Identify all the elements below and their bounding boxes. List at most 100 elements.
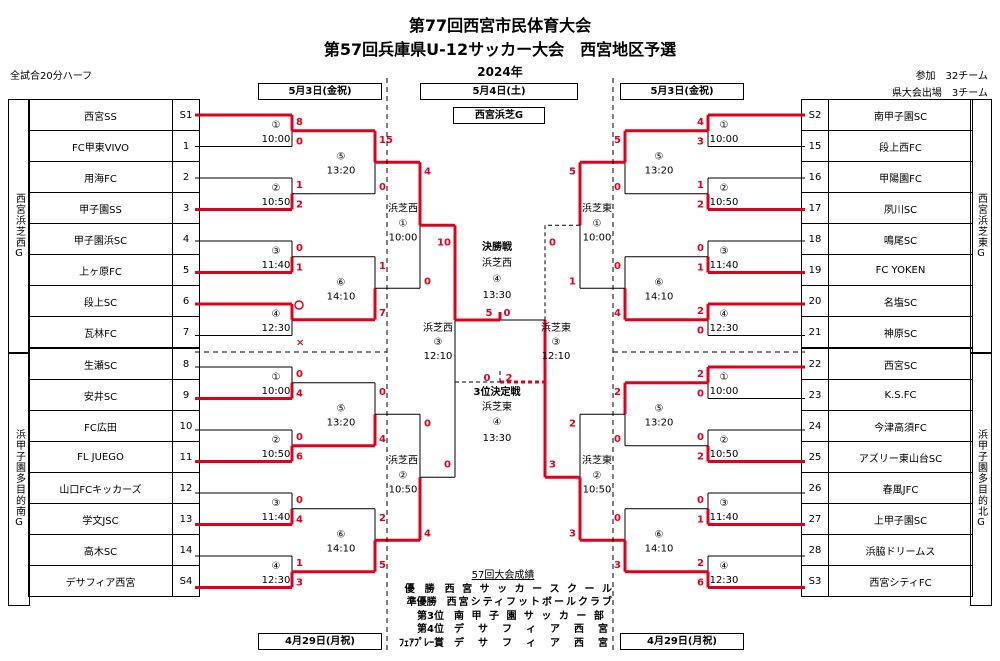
match-time: 12:10 (424, 351, 453, 362)
score: 0 (484, 373, 491, 384)
score: 0 (296, 243, 303, 254)
team-name: 名塩SC (828, 285, 973, 317)
score: 0 (697, 495, 704, 506)
venue-label: 浜芝西 (388, 201, 418, 214)
team-seed: 12 (172, 472, 200, 504)
score: 8 (296, 117, 303, 128)
date-bottom-left: 4月29日(月祝) (258, 633, 382, 650)
score: 0 (379, 387, 386, 398)
win-mark (294, 300, 304, 310)
score: 0 (296, 369, 303, 380)
result-row: ﾌｪｱﾌﾟﾚｰ賞デ サ フ ィ ア 西 宮 (392, 637, 614, 650)
team-seed: 13 (172, 503, 200, 535)
score: 2 (697, 369, 704, 380)
match-time: 11:40 (710, 260, 739, 271)
result-team: デ サ フ ィ ア 西 宮 (454, 637, 610, 649)
score: 0 (296, 137, 303, 148)
match-time: 14:10 (645, 291, 674, 302)
match-number: ⑥ (655, 529, 664, 540)
match-length-note: 全試合20分ハーフ (10, 71, 93, 82)
result-team: 南 甲 子 園 サ ッ カ ー 部 (454, 610, 606, 622)
score: 7 (379, 308, 386, 319)
team-seed: 14 (172, 534, 200, 566)
score: 2 (697, 200, 704, 211)
team-name: アズリー東山台SC (828, 441, 973, 473)
match-time: 11:40 (710, 512, 739, 523)
date-top-right: 5月3日(金祝) (620, 83, 744, 100)
score: 4 (379, 434, 386, 445)
match-time: 10:00 (262, 134, 291, 145)
score: 0 (424, 418, 431, 429)
match-time: 12:30 (262, 323, 291, 334)
team-seed: 8 (172, 347, 200, 380)
venue-label: 浜芝東 (582, 201, 612, 214)
match-time: 12:10 (542, 351, 571, 362)
team-name: 甲陽園FC (828, 161, 973, 193)
match-number: ④ (720, 309, 729, 320)
score: 0 (614, 261, 621, 272)
score: × (296, 338, 304, 349)
match-number: ④ (493, 417, 502, 428)
team-seed: S4 (172, 565, 200, 597)
team-name: 甲子園浜SC (28, 223, 173, 255)
score: 0 (697, 243, 704, 254)
match-time: 13:30 (483, 290, 512, 301)
match-time: 10:00 (389, 232, 418, 243)
match-number: ② (399, 470, 408, 481)
venue-label: 浜芝東 (582, 453, 612, 466)
team-seed: 5 (172, 254, 200, 286)
team-seed: 16 (801, 161, 829, 193)
score: 6 (296, 452, 303, 463)
score: 5 (486, 308, 493, 319)
match-number: ⑤ (655, 151, 664, 162)
score: 0 (444, 459, 451, 470)
match-time: 14:10 (327, 291, 356, 302)
score: 3 (614, 560, 621, 571)
team-seed: 26 (801, 472, 829, 504)
match-number: ③ (434, 337, 443, 348)
match-time: 12:30 (710, 575, 739, 586)
result-row: 優 勝西 宮 サ ッ カ ー ス ク ー ル (392, 583, 614, 596)
match-number: ② (720, 183, 729, 194)
score: 1 (379, 261, 386, 272)
result-label: 第4位 (417, 624, 444, 636)
team-name: 西宮シティFC (828, 565, 973, 597)
score: 2 (697, 452, 704, 463)
venue-label: 浜芝西 (482, 256, 512, 269)
team-seed: 7 (172, 316, 200, 349)
match-time: 13:20 (327, 165, 356, 176)
match-time: 10:00 (710, 386, 739, 397)
match-number: ⑥ (337, 529, 346, 540)
match-number: ③ (720, 246, 729, 257)
match-number: ② (272, 435, 281, 446)
team-name: 瓦林FC (28, 316, 173, 349)
venue-box: 西宮浜芝G (453, 107, 545, 124)
venue-label: 浜芝東 (482, 400, 512, 413)
team-name: 西宮SC (828, 347, 973, 380)
match-time: 12:30 (710, 323, 739, 334)
match-number: ③ (720, 498, 729, 509)
team-name: 高木SC (28, 534, 173, 566)
team-name: デサフィア西宮 (28, 565, 173, 597)
match-number: ④ (720, 561, 729, 572)
score: 15 (379, 135, 393, 146)
team-seed: 19 (801, 254, 829, 286)
match-number: ③ (272, 246, 281, 257)
team-seed: 23 (801, 379, 829, 411)
result-label: 第3位 (417, 610, 444, 622)
score: 1 (296, 263, 303, 274)
results-heading: 57回大会成績 (471, 570, 535, 581)
match-time: 13:30 (483, 433, 512, 444)
team-name: 上ヶ原FC (28, 254, 173, 286)
score: 2 (697, 558, 704, 569)
